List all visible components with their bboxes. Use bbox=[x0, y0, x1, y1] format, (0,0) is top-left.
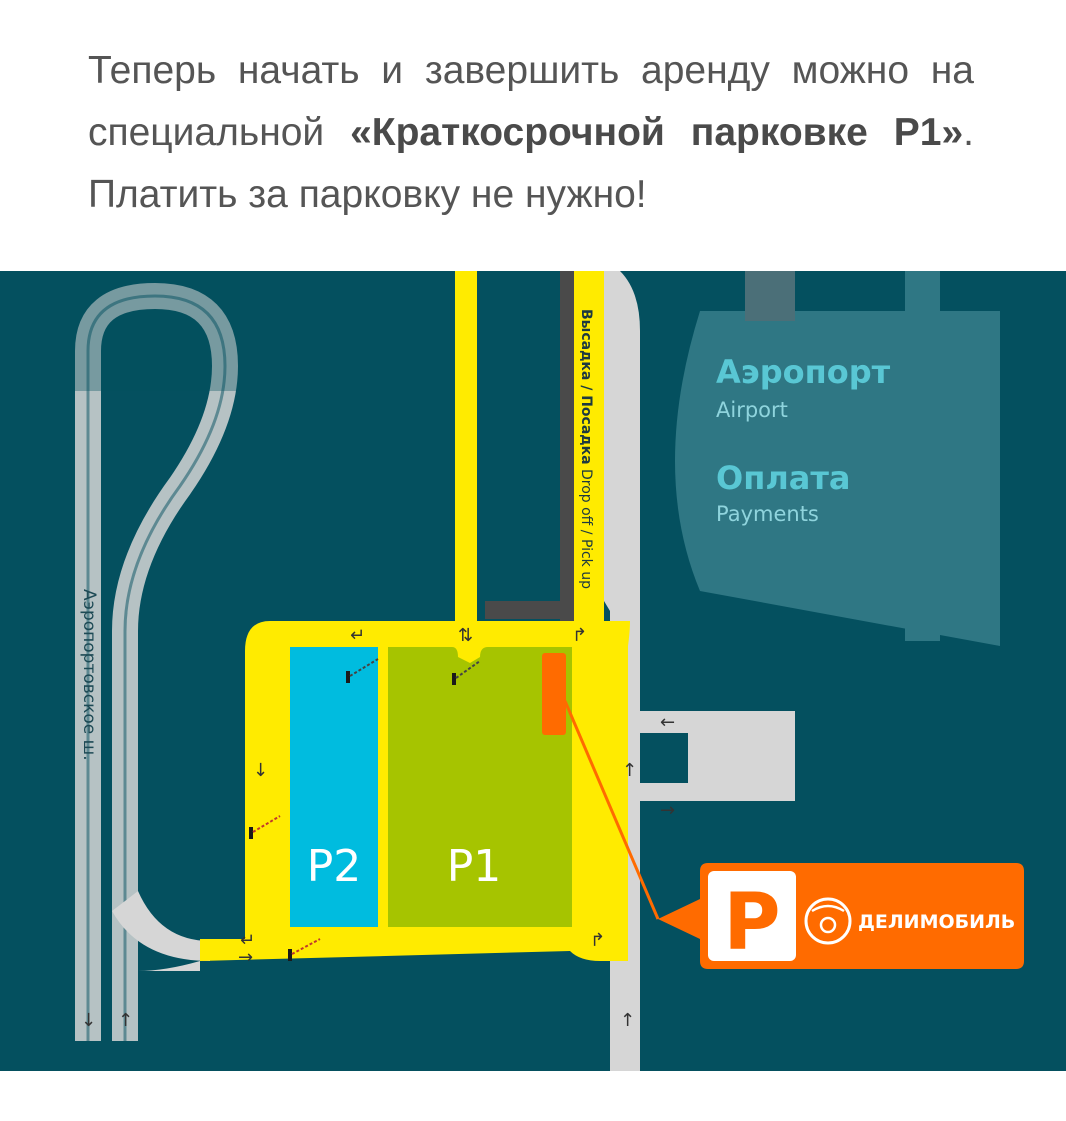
badge-p-box bbox=[708, 871, 796, 961]
loop-road-fade bbox=[70, 271, 240, 391]
arrow-right-bottom: → bbox=[238, 947, 253, 968]
airport-ru-label: Аэропорт bbox=[716, 353, 891, 391]
payment-ru-label: Оплата bbox=[716, 459, 850, 497]
arrow-turn-bottom-right: ↱ bbox=[590, 930, 605, 951]
arrow-fork-1: ↵ bbox=[350, 625, 365, 646]
map-svg: ↵ ⇅ ↱ ↓ ↵ → ↱ ↑ ← → ↑ ↓ ↑ P2 P1 Аэропорт… bbox=[0, 271, 1066, 1071]
gray-block-hole bbox=[640, 733, 688, 783]
loop-road bbox=[75, 282, 239, 1041]
highway-label: Аэропортовское ш. bbox=[79, 589, 99, 761]
intro-part1: Теперь начать и завершить аренду можно н… bbox=[88, 49, 974, 154]
parking-p2 bbox=[290, 647, 378, 927]
p2-label: P2 bbox=[307, 841, 362, 892]
steering-wheel-icon bbox=[804, 897, 852, 945]
dropoff-label: Высадка / Посадка Drop off / Pick up bbox=[578, 309, 594, 589]
road-arrows: ↵ ⇅ ↱ ↓ ↵ → ↱ ↑ ← → ↑ ↓ ↑ bbox=[81, 625, 675, 1031]
arrow-fork-2: ⇅ bbox=[458, 625, 473, 646]
steering-wheel-hub bbox=[819, 916, 837, 934]
dropoff-en: Drop off / Pick up bbox=[578, 465, 594, 590]
arrow-up-highway: ↑ bbox=[118, 1010, 133, 1031]
barriers bbox=[249, 658, 481, 961]
arrow-turn-bottom: ↵ bbox=[240, 930, 255, 951]
intro-part2: . Платить за парковку не нужно! bbox=[88, 111, 974, 216]
parking-map: ↵ ⇅ ↱ ↓ ↵ → ↱ ↑ ← → ↑ ↓ ↑ P2 P1 Аэропорт… bbox=[0, 271, 1066, 1071]
p1-label: P1 bbox=[447, 841, 502, 892]
intro-text: Теперь начать и завершить аренду можно н… bbox=[88, 40, 974, 226]
parking-p1 bbox=[388, 647, 572, 927]
arrow-right-gray: → bbox=[660, 800, 675, 821]
pointer-line bbox=[563, 700, 660, 920]
dropoff-curb-base bbox=[485, 601, 575, 619]
arrow-up-gray: ↑ bbox=[622, 760, 637, 781]
arrow-up-gray-bottom: ↑ bbox=[620, 1010, 635, 1031]
highway-junction bbox=[112, 891, 210, 961]
intro-bold-parking: «Краткосрочной парковке P1» bbox=[350, 111, 964, 154]
arrow-down-left-lane: ↓ bbox=[253, 760, 268, 781]
dropoff-curb bbox=[560, 271, 574, 636]
delimobil-spot bbox=[542, 653, 566, 735]
terminal-building bbox=[675, 271, 1000, 646]
arrow-turn-3: ↱ bbox=[572, 625, 587, 646]
payment-en-label: Payments bbox=[716, 502, 819, 526]
badge-p-letter: P bbox=[723, 878, 780, 968]
highway-junction-2 bbox=[138, 961, 200, 971]
delimobil-badge: P ДЕЛИМОБИЛЬ bbox=[658, 863, 1024, 969]
lane-p2-p1 bbox=[378, 647, 388, 929]
airport-en-label: Airport bbox=[716, 398, 788, 422]
brand-name: ДЕЛИМОБИЛЬ bbox=[858, 911, 1015, 933]
arrow-left-gray: ← bbox=[660, 712, 675, 733]
dropoff-ru: Высадка / Посадка bbox=[578, 309, 594, 465]
arrow-down-highway: ↓ bbox=[81, 1010, 96, 1031]
